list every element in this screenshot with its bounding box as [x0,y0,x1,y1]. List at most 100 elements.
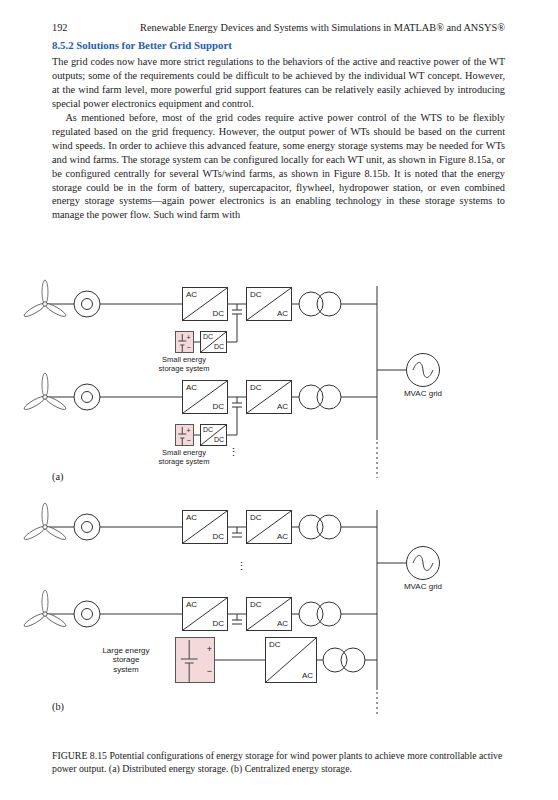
bus-continuation [377,442,378,478]
port-label: DC [212,532,224,541]
port-label: DC [250,383,262,392]
port-label: DC [214,436,224,444]
converter-box: DC AC [246,510,292,544]
storage-box: +− [175,424,194,446]
converter-box: AC DC [182,380,228,414]
diagonal-line [247,511,291,543]
diagonal-line [201,425,226,445]
port-label: AC [277,532,288,541]
transformer [299,602,341,626]
bus-line [377,286,378,440]
diagonal-line [247,598,291,630]
section-heading: 8.5.2 Solutions for Better Grid Support [52,39,232,53]
wire [100,397,182,398]
storage-label: Small energy storage system [155,356,213,373]
wire [100,614,182,615]
diagonal-line [266,638,316,682]
diagonal-line [247,381,291,413]
ac-source-symbol [406,353,440,387]
polarity-sign: + [207,644,212,654]
sine-wave [413,363,433,378]
port-label: AC [186,513,197,522]
source-circle [407,354,440,387]
diagonal-line [247,288,291,320]
wind-turbine [23,503,100,542]
transformer [299,292,341,316]
battery-plates [178,427,186,445]
wind-turbine [23,280,100,319]
dc-link-capacitor [232,527,242,537]
port-label: DC [212,619,224,628]
polarity-sign: − [186,437,190,444]
grid-label: MVAC grid [404,389,442,398]
storage-label: Small energy storage system [155,449,213,466]
wire-connector [228,304,246,305]
source-circle [407,547,440,580]
diagonal-line [183,511,227,543]
converter-box: AC DC [182,287,228,321]
transformer [323,648,365,672]
transformer [299,515,341,539]
storage-box: +− [175,331,194,353]
converter-box: DC AC [246,380,292,414]
ac-source-symbol [406,546,440,580]
port-label: DC [250,290,262,299]
port-label: DC [250,600,262,609]
converter-box: DC AC [265,637,317,683]
converter-box: AC DC [182,510,228,544]
diagonal-line [183,381,227,413]
port-label: DC [250,513,262,522]
storage-box: +− [175,637,215,683]
wire-connector [215,660,265,661]
port-label: DC [214,343,224,351]
figure-label: ⋮ [228,446,239,460]
dc-dc-converter-box: DCDC [200,331,227,353]
wire [292,614,377,615]
body-paragraph: The grid codes now have more strict regu… [52,55,505,111]
figure-caption: FIGURE 8.15 Potential configurations of … [52,750,505,776]
polarity-sign: + [186,334,190,341]
sine-wave [413,556,433,571]
dc-dc-converter-box: DCDC [200,424,227,446]
battery-plates [181,640,198,682]
polarity-sign: − [186,344,190,351]
figure-label: ⋮ [236,560,247,574]
dc-link-capacitor [226,304,242,342]
storage-label: Large energy storage system [100,646,152,674]
converter-box: DC AC [246,597,292,631]
port-label: AC [186,600,197,609]
port-label: AC [186,290,197,299]
body-paragraph: As mentioned before, most of the grid co… [52,111,505,222]
wire [292,397,377,398]
wind-turbine [23,373,100,412]
dc-link-capacitor [226,397,242,435]
polarity-sign: + [186,427,190,434]
port-label: DC [212,402,224,411]
wires [100,286,406,714]
port-label: AC [186,383,197,392]
wire [292,304,377,305]
bus-continuation [377,692,378,714]
diagonal-line [183,598,227,630]
grid-source: MVAC grid [403,546,443,591]
port-label: AC [277,619,288,628]
port-label: AC [277,309,288,318]
port-label: DC [212,309,224,318]
port-label: DC [203,333,213,341]
port-label: AC [277,402,288,411]
wire [100,304,182,305]
dc-link-capacitor [232,614,242,624]
running-header: 192 [52,21,67,35]
bus-line [377,510,378,690]
wire-connector [228,614,246,615]
energy-storage: +−Small energy storage system [155,331,213,373]
converter-box: AC DC [182,597,228,631]
port-label: DC [269,640,281,649]
port-label: AC [302,671,313,680]
port-label: DC [203,426,213,434]
converter-box: DC AC [246,287,292,321]
transformer [299,385,341,409]
figure-label: (b) [52,700,64,714]
running-header: Renewable Energy Devices and Systems wit… [140,21,505,35]
wire-connector [228,527,246,528]
